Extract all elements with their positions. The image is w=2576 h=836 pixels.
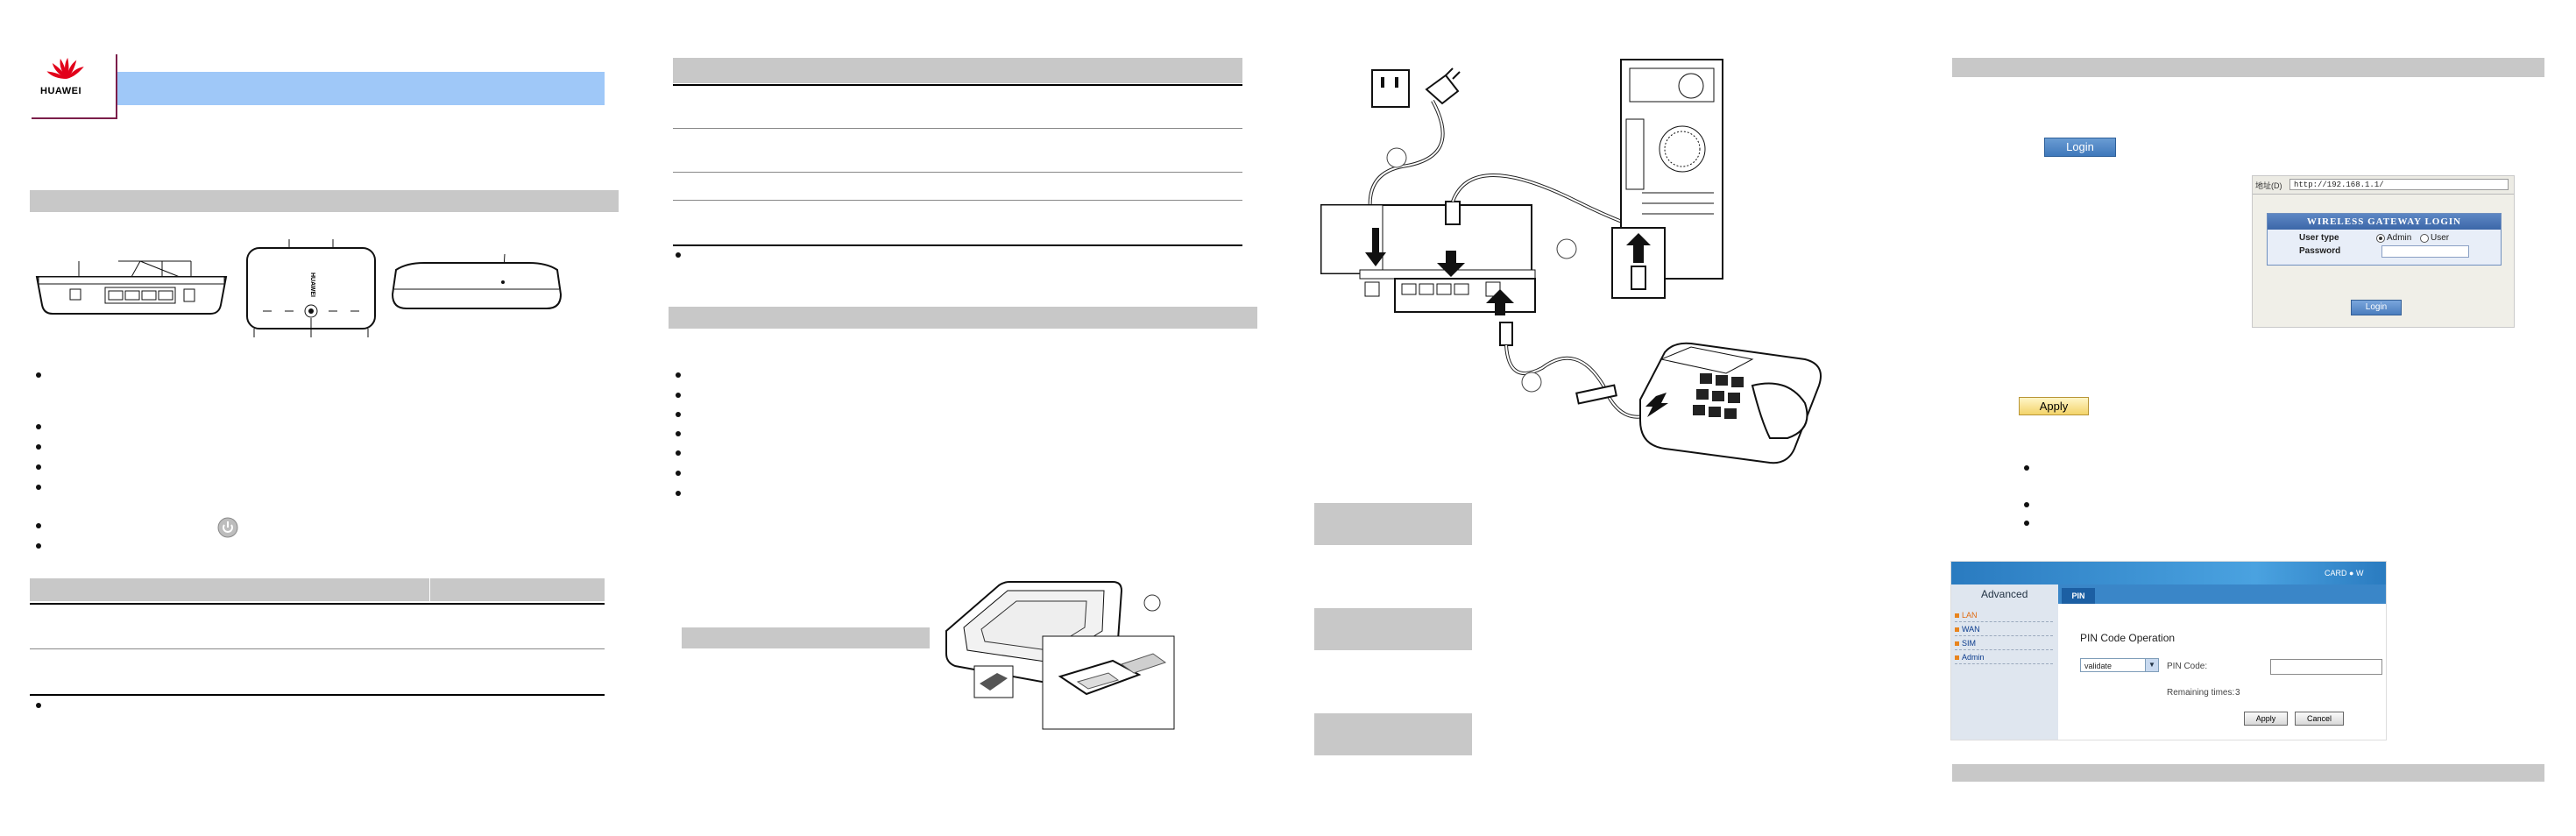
section-bar	[682, 627, 930, 648]
table-row-divider	[673, 200, 1242, 201]
password-input[interactable]	[2381, 245, 2469, 258]
sidebar-title: Advanced	[1981, 588, 2028, 600]
table-rule	[30, 603, 605, 605]
pin-top-text: CARD ● W	[2325, 569, 2364, 577]
connection-diagram	[1320, 59, 1822, 464]
table-rule	[673, 244, 1242, 246]
callout-box	[1314, 713, 1472, 755]
bullet	[676, 450, 681, 456]
admin-label: Admin	[2387, 233, 2412, 243]
table-rule	[673, 84, 1242, 86]
address-input[interactable]: http://192.168.1.1/	[2289, 179, 2509, 190]
bullet	[2024, 521, 2029, 526]
huawei-logo: HUAWEI	[32, 54, 117, 119]
bullet	[676, 393, 681, 398]
pin-window: CARD ● W Advanced LAN WAN SIM Admin PIN …	[1950, 561, 2387, 740]
login-button[interactable]: Login	[2044, 138, 2116, 157]
sidebar-divider	[1955, 635, 2053, 636]
table-header-divider	[429, 578, 430, 601]
bullet	[676, 372, 681, 378]
section-bar	[1952, 764, 2544, 782]
bullet	[36, 523, 41, 528]
login-title: WIRELESS GATEWAY LOGIN	[2268, 214, 2501, 230]
pin-cancel-button[interactable]: Cancel	[2295, 712, 2344, 726]
table-rule	[30, 694, 605, 696]
sidebar-divider	[1955, 649, 2053, 650]
callout-box	[1314, 503, 1472, 545]
section-bar	[669, 307, 1257, 329]
bullet	[676, 412, 681, 417]
power-icon	[217, 517, 238, 538]
bullet	[36, 703, 41, 708]
router-top-view: HUAWEI	[246, 239, 376, 337]
section-bar	[1952, 58, 2544, 77]
table-row-divider	[673, 128, 1242, 129]
bullet	[676, 431, 681, 436]
pin-code-input[interactable]	[2270, 659, 2382, 675]
bullet	[36, 444, 41, 450]
pin-heading: PIN Code Operation	[2080, 632, 2176, 644]
sidebar-item-sim[interactable]: SIM	[1955, 639, 1976, 648]
login-window: 地址(D) http://192.168.1.1/ WIRELESS GATEW…	[2252, 175, 2515, 328]
user-label: User	[2431, 233, 2450, 243]
bullet	[36, 372, 41, 378]
chevron-down-icon[interactable]: ▼	[2145, 659, 2158, 671]
pin-select-value: validate	[2084, 662, 2112, 670]
bullet	[676, 471, 681, 476]
apply-button[interactable]: Apply	[2019, 397, 2089, 415]
password-label: Password	[2299, 246, 2341, 256]
bullet	[36, 543, 41, 549]
bullet	[2024, 502, 2029, 507]
pin-tab-bar: PIN	[2058, 584, 2386, 604]
header-band	[117, 72, 605, 105]
bullet	[676, 491, 681, 496]
admin-radio[interactable]	[2376, 234, 2385, 243]
remaining-value: 3	[2235, 688, 2240, 698]
pin-top-bar: CARD ● W	[1951, 562, 2386, 584]
section-bar	[30, 190, 619, 212]
address-label: 地址(D)	[2255, 181, 2282, 190]
bullet	[2024, 465, 2029, 471]
router-back-view	[35, 260, 228, 315]
pin-apply-button[interactable]: Apply	[2244, 712, 2288, 726]
address-bar: 地址(D) http://192.168.1.1/	[2253, 176, 2514, 195]
pin-code-label: PIN Code:	[2167, 662, 2208, 671]
bullet	[676, 252, 681, 258]
huawei-logo-graphic	[32, 54, 117, 119]
router-brand-text: HUAWEI	[309, 273, 315, 297]
user-radio[interactable]	[2420, 234, 2429, 243]
sidebar-item-wan[interactable]: WAN	[1955, 625, 1980, 634]
table-header	[30, 578, 605, 601]
sidebar-divider	[1955, 621, 2053, 622]
table-row-divider	[30, 648, 605, 649]
sidebar-divider	[1955, 663, 2053, 664]
table-header	[673, 58, 1242, 83]
router-side-view	[391, 253, 563, 309]
dialog-login-button[interactable]: Login	[2351, 300, 2402, 315]
sidebar-item-admin[interactable]: Admin	[1955, 653, 1985, 662]
bullet	[36, 464, 41, 470]
pin-sidebar: Advanced LAN WAN SIM Admin	[1951, 584, 2058, 740]
callout-box	[1314, 608, 1472, 650]
bullet	[36, 485, 41, 490]
sidebar-item-lan[interactable]: LAN	[1955, 611, 1978, 620]
brand-name: HUAWEI	[40, 86, 81, 96]
sim-card-illustration	[945, 581, 1175, 730]
remaining-label: Remaining times:	[2167, 688, 2235, 698]
user-type-label: User type	[2299, 233, 2339, 243]
login-panel: WIRELESS GATEWAY LOGIN User type Admin U…	[2267, 213, 2502, 266]
tab-pin[interactable]: PIN	[2062, 588, 2095, 604]
table-row-divider	[673, 172, 1242, 173]
bullet	[36, 424, 41, 429]
pin-operation-select[interactable]: validate ▼	[2080, 658, 2159, 672]
